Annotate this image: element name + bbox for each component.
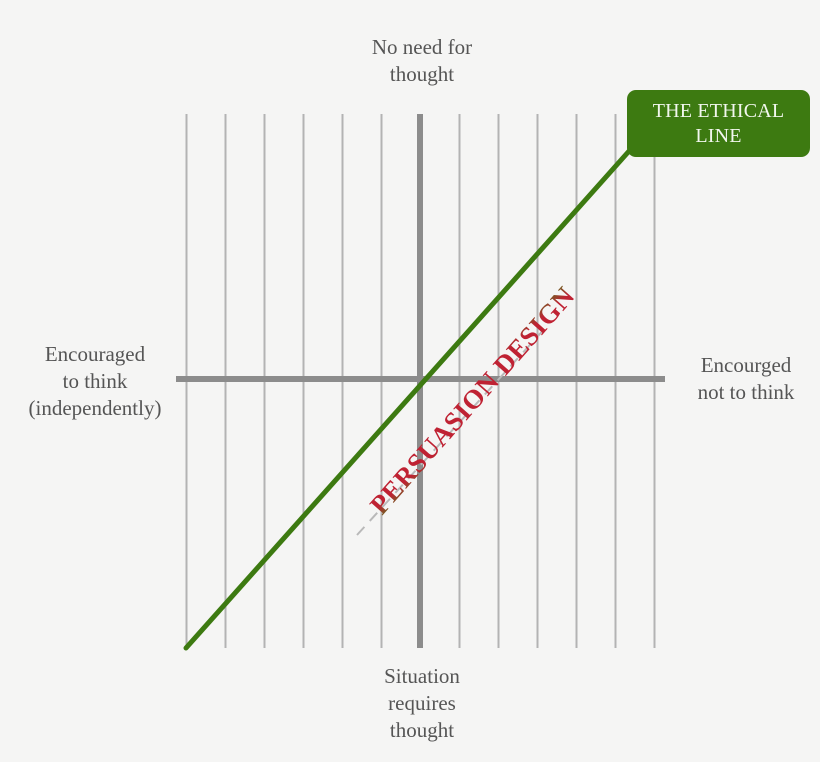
persuasion-design-dashed-line xyxy=(356,324,549,536)
axis-label-right: Encourged not to think xyxy=(697,353,795,404)
axis-label-bottom: Situation requires thought xyxy=(384,664,460,742)
ethical-line-badge: THE ETHICAL LINE xyxy=(627,90,810,157)
persuasion-design-label: PERSUASION DESIGN xyxy=(364,281,581,520)
ethical-line xyxy=(183,147,633,651)
axis-label-top: No need for thought xyxy=(371,35,473,86)
axis-label-left: Encouraged to think (independently) xyxy=(28,342,162,420)
